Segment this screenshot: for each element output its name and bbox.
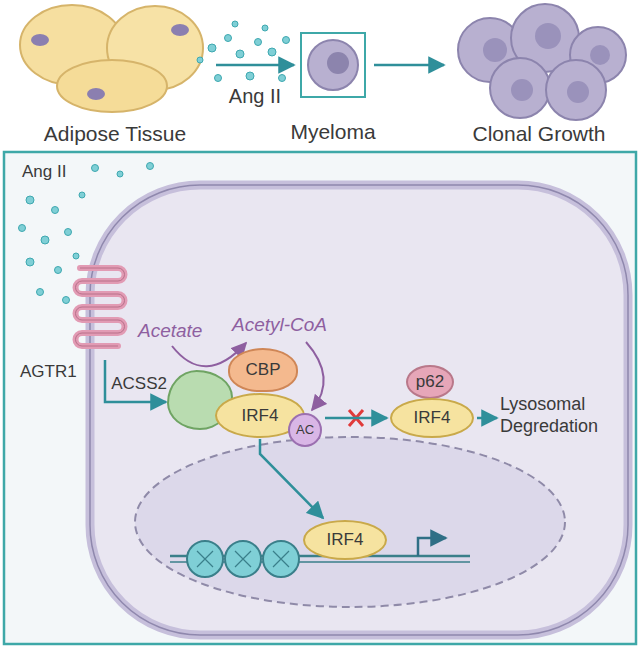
metabolite-label: Acetate [138, 320, 202, 342]
node-text: IRF4 [327, 530, 364, 550]
connector-arrow [325, 417, 387, 420]
node-text: AC [296, 423, 314, 438]
outcome-text: Lysosomal Degredation [500, 394, 624, 442]
node-text: Clonal Growth [472, 122, 605, 146]
protein-ellipse: p62 [406, 365, 454, 399]
myeloma-cell [308, 40, 358, 90]
clonal-cluster [458, 4, 626, 120]
cluster-illustration: Clonal Growth [448, 2, 630, 118]
agtr1-receptor [76, 268, 125, 346]
node-text: Myeloma [290, 120, 375, 144]
adipose-cells [20, 5, 203, 112]
connector-arrow [105, 360, 166, 402]
metabolite-label: Acetyl-CoA [232, 314, 327, 336]
transcription-arrow [418, 538, 446, 556]
node-text: AGTR1 [20, 362, 77, 382]
acetyl-transfer-arrow [306, 342, 324, 410]
agtr1-receptor-outline [76, 268, 125, 346]
protein-ellipse: IRF4 [303, 520, 387, 560]
highlight-box: Myeloma [300, 32, 366, 98]
nucleus [135, 437, 565, 607]
clonal-nuclei [483, 23, 610, 103]
edge-label: Ang II [229, 85, 281, 108]
ligand-label: Ang II [22, 162, 66, 182]
protein-blob: CBP [228, 348, 298, 392]
connector-arrow [374, 64, 444, 67]
tissue-illustration: Adipose Tissue [20, 2, 210, 114]
node-text: Lysosomal Degredation [500, 394, 624, 437]
detail-panel [4, 152, 636, 644]
ang-ii-dots [197, 21, 290, 82]
connector-arrow [260, 439, 323, 518]
node-text: p62 [416, 372, 444, 392]
node-text: CBP [246, 360, 281, 380]
connector-arrow [477, 417, 497, 420]
cell-membrane [90, 185, 628, 635]
connector-arrow [216, 64, 294, 67]
protein-ellipse: IRF4 [390, 398, 474, 438]
cell-membrane-line [90, 185, 628, 635]
node-text: Adipose Tissue [44, 122, 186, 146]
acetyl-mark: AC [288, 413, 322, 447]
node-text: IRF4 [242, 406, 279, 426]
node-text: IRF4 [414, 408, 451, 428]
receptor: AGTR1 [76, 262, 124, 358]
node-text: ACSS2 [111, 374, 167, 394]
